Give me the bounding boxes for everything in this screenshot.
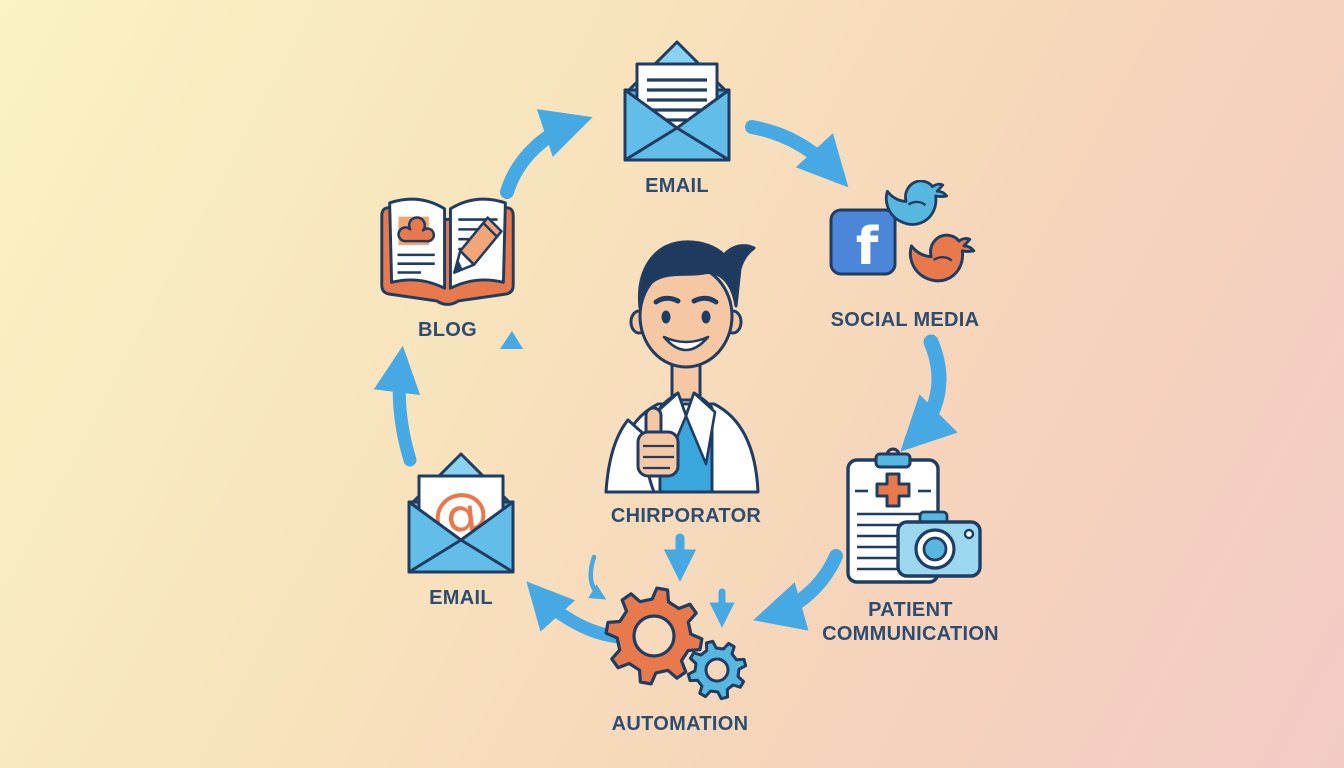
- svg-text:f: f: [856, 217, 880, 277]
- twitter-bird-orange-icon: [908, 233, 976, 283]
- chirporator-label: CHIRPORATOR: [610, 505, 762, 527]
- social-media-label: SOCIAL MEDIA: [830, 309, 980, 331]
- email-bottom-label: EMAIL: [429, 587, 493, 609]
- email-top-label: EMAIL: [645, 175, 709, 197]
- node-social-media: f SOCIAL MEDIA: [815, 180, 995, 332]
- patient-communication-icons: [845, 447, 982, 584]
- arrow-blog-to-email-top: [500, 109, 593, 199]
- gear-large-icon: [604, 586, 704, 686]
- node-email-top: EMAIL: [612, 38, 742, 198]
- open-envelope-icon: [623, 40, 731, 162]
- arrow-social-to-patient: [900, 334, 958, 452]
- node-automation: AUTOMATION: [600, 580, 760, 736]
- twitter-bird-blue-icon: [884, 180, 949, 226]
- arrow-email-top-to-social: [745, 120, 849, 188]
- at-envelope-icon: @: [407, 452, 515, 574]
- pencil-icon: [452, 216, 503, 274]
- automation-label: AUTOMATION: [611, 713, 749, 735]
- gear-small-icon: [686, 639, 748, 701]
- thumbs-up-hand: [636, 406, 680, 478]
- facebook-icon: f: [829, 208, 897, 277]
- patient-communication-label: PATIENT COMMUNICATION: [822, 599, 999, 646]
- node-email-bottom: @ EMAIL: [398, 450, 524, 610]
- blog-label: BLOG: [418, 319, 477, 341]
- social-media-icons: f: [829, 180, 976, 283]
- chiropractor-avatar: [604, 240, 760, 494]
- blog-book-icon: [379, 197, 515, 306]
- camera-icon: [895, 510, 982, 578]
- automation-gears-icon: [604, 586, 748, 701]
- node-chirporator: CHIRPORATOR: [586, 222, 786, 528]
- node-patient-communication: PATIENT COMMUNICATION: [818, 446, 1003, 647]
- node-blog: BLOG: [370, 190, 525, 342]
- arrow-email-bottom-to-blog: [373, 345, 421, 467]
